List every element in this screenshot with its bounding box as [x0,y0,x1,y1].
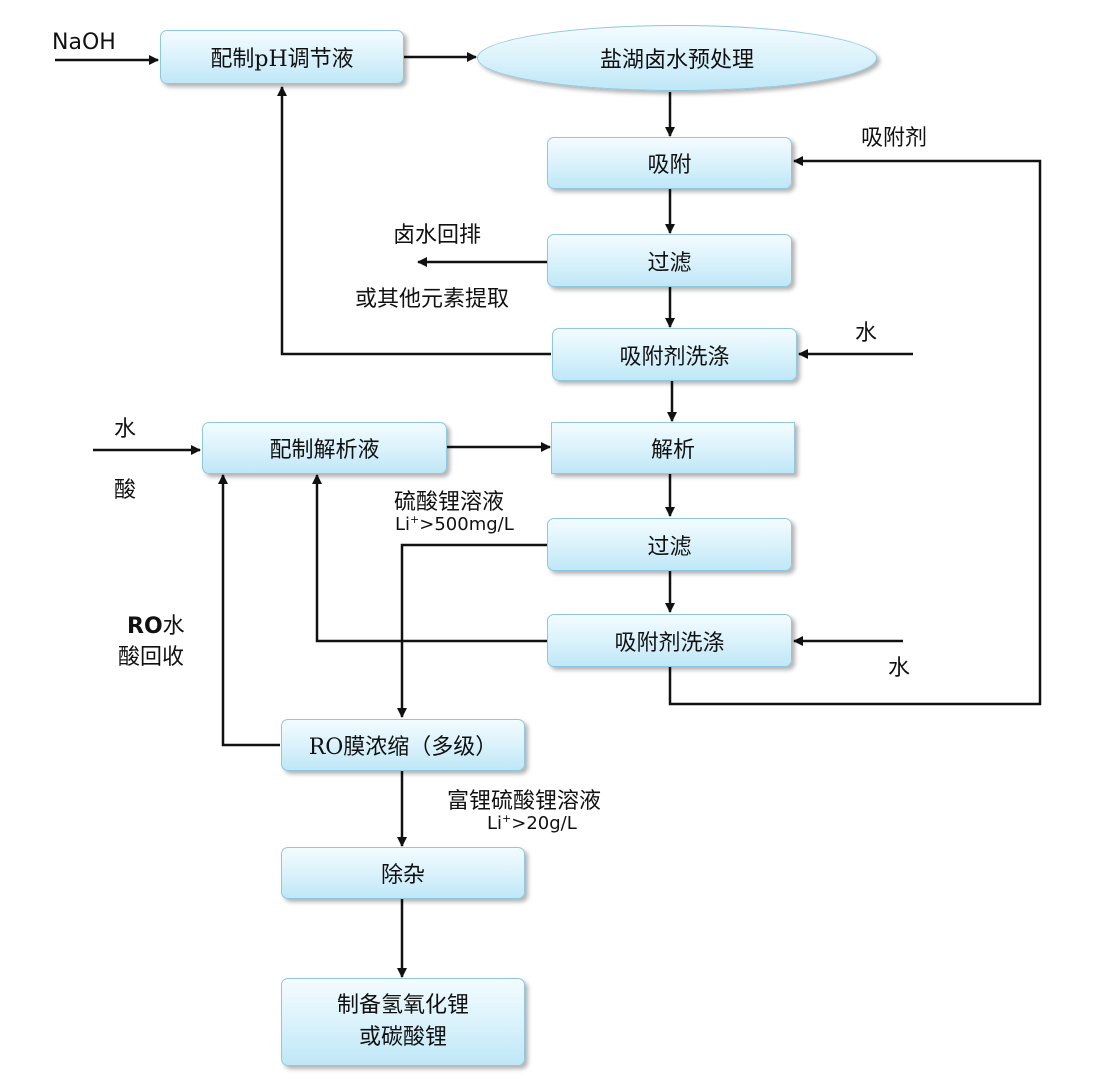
adsorbent-label: 吸附剂 [861,126,928,151]
filtration-box-1: 过滤 [547,234,792,287]
water-input-label: 水 [114,417,137,442]
ph-solution-box: 配制pH调节液 [160,30,404,84]
arrow-wash2-return-to-desorb-prep [312,474,547,643]
adsorbent-washing-box-1: 吸附剂洗涤 [552,328,797,381]
naoh-label: NaOH [52,30,116,55]
other-elements-label: 或其他元素提取 [355,287,510,312]
ro-water-label: RO水 [127,614,185,639]
wash1-water-label: 水 [855,321,878,346]
lithium-concentration-label: Li+>500mg/L [395,513,514,535]
impurity-removal-box: 除杂 [281,847,525,899]
adsorption-box: 吸附 [547,137,792,189]
adsorbent-washing-box-2: 吸附剂洗涤 [547,614,792,667]
desorption-box: 解析 [551,422,795,474]
product-box: 制备氢氧化锂 或碳酸锂 [281,978,525,1066]
arrow-adsorbent-recycle [668,156,1042,706]
arrow-ro-acid-recovery [218,474,280,747]
brine-return-label: 卤水回排 [393,223,482,248]
acid-recovery-label: 酸回收 [118,645,185,670]
arrow-wash1-return-to-ph [277,86,551,356]
rich-lithium-concentration-label: Li+>20g/L [487,812,577,834]
wash2-water-label: 水 [888,656,911,681]
rich-lithium-sulfate-label: 富锂硫酸锂溶液 [447,789,602,814]
pretreatment-ellipse: 盐湖卤水预处理 [477,25,877,91]
lithium-sulfate-label: 硫酸锂溶液 [394,490,505,515]
acid-input-label: 酸 [114,478,137,503]
desorption-solution-box: 配制解析液 [202,422,447,474]
ro-membrane-box: RO膜浓缩（多级） [281,719,525,771]
filtration-box-2: 过滤 [547,518,792,571]
arrow-filter2-to-ro [397,543,547,718]
